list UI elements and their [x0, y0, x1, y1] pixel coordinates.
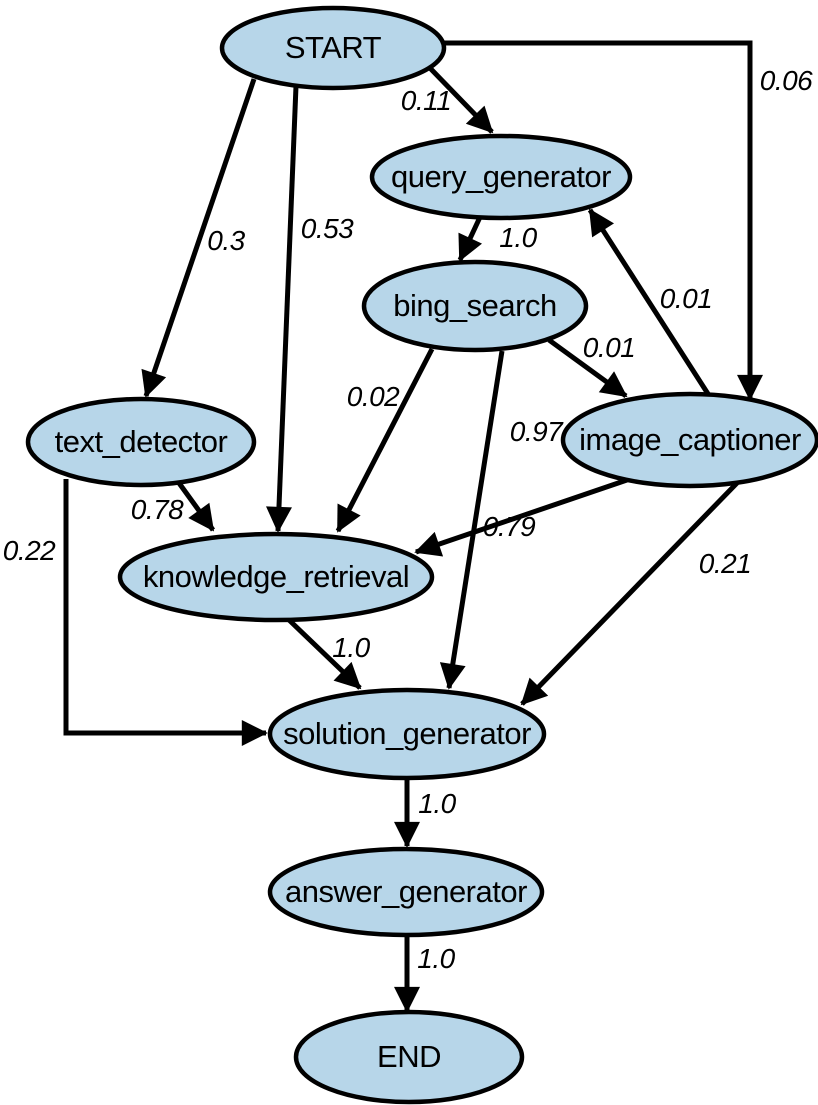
edge-knowledge-retrieval-solution-generator: 1.0: [286, 617, 371, 690]
edge-text-detector-solution-generator-weight: 0.22: [3, 535, 56, 566]
edge-knowledge-retrieval-solution-generator-weight: 1.0: [332, 632, 370, 663]
node-solution-generator-ellipse: [267, 687, 547, 781]
edge-bing-search-image-captioner-weight: 0.01: [583, 332, 636, 363]
edge-answer-generator-end-weight: 1.0: [417, 943, 455, 974]
edge-bing-search-image-captioner-line: [547, 337, 628, 399]
node-query-generator: query_generator: [369, 133, 633, 221]
nodes-layer: START query_generator bing_search text_d…: [25, 5, 818, 1105]
edge-start-image-captioner-weight: 0.06: [760, 65, 813, 96]
node-text-detector-label: text_detector: [55, 424, 228, 459]
edge-query-generator-bing-search-weight: 1.0: [499, 222, 537, 253]
node-text-detector-ellipse: [25, 396, 257, 488]
node-answer-generator-label: answer_generator: [285, 874, 527, 909]
node-answer-generator-ellipse: [267, 846, 545, 938]
edge-start-image-captioner-line: [443, 40, 763, 401]
node-knowledge-retrieval-label: knowledge_retrieval: [143, 559, 409, 594]
node-answer-generator: answer_generator: [267, 846, 545, 938]
edge-bing-search-knowledge-retrieval-line: [335, 347, 435, 533]
edge-bing-search-solution-generator-weight: 0.97: [510, 416, 564, 447]
edge-text-detector-knowledge-retrieval: 0.78: [131, 481, 216, 532]
edge-answer-generator-end: 1.0: [394, 936, 456, 1013]
edge-start-image-captioner: 0.06: [443, 40, 814, 401]
edge-bing-search-knowledge-retrieval: 0.02: [335, 347, 435, 533]
edge-image-captioner-knowledge-retrieval-line: [414, 477, 628, 557]
node-end-ellipse: [293, 1009, 525, 1105]
edge-bing-search-solution-generator: 0.97: [439, 350, 565, 690]
node-bing-search: bing_search: [361, 259, 589, 353]
edge-start-knowledge-retrieval-weight: 0.53: [301, 213, 354, 244]
node-end-label: END: [377, 1039, 441, 1074]
edge-solution-generator-answer-generator: 1.0: [394, 777, 457, 848]
edge-query-generator-bing-search: 1.0: [457, 213, 538, 262]
node-start-label: START: [285, 30, 382, 65]
node-text-detector: text_detector: [25, 396, 257, 488]
edge-image-captioner-solution-generator-weight: 0.21: [699, 548, 752, 579]
edge-start-text-detector: 0.3: [141, 78, 257, 398]
edge-start-knowledge-retrieval: 0.53: [265, 85, 355, 533]
edge-image-captioner-solution-generator: 0.21: [520, 481, 752, 706]
edge-image-captioner-query-generator-weight: 0.01: [660, 283, 713, 314]
node-image-captioner-label: image_captioner: [579, 422, 801, 457]
node-bing-search-label: bing_search: [393, 288, 556, 323]
edge-start-query-generator-line: [426, 64, 494, 134]
edge-start-knowledge-retrieval-line: [265, 85, 299, 533]
node-end: END: [293, 1009, 525, 1105]
node-start-ellipse: [219, 5, 447, 91]
edge-bing-search-knowledge-retrieval-weight: 0.02: [347, 381, 400, 412]
node-query-generator-label: query_generator: [391, 159, 611, 194]
edge-query-generator-bing-search-line: [457, 213, 484, 262]
edge-text-detector-knowledge-retrieval-weight: 0.78: [131, 494, 184, 525]
edge-image-captioner-query-generator: 0.01: [587, 208, 713, 399]
node-bing-search-ellipse: [361, 259, 589, 353]
edge-knowledge-retrieval-solution-generator-line: [286, 617, 362, 690]
node-knowledge-retrieval: knowledge_retrieval: [117, 531, 435, 623]
node-solution-generator-label: solution_generator: [283, 716, 531, 751]
edge-image-captioner-knowledge-retrieval: 0.79: [414, 477, 628, 557]
node-solution-generator: solution_generator: [267, 687, 547, 781]
edge-solution-generator-answer-generator-weight: 1.0: [418, 788, 456, 819]
node-knowledge-retrieval-ellipse: [117, 531, 435, 623]
edge-text-detector-solution-generator: 0.22: [3, 479, 268, 746]
edge-image-captioner-solution-generator-line: [520, 481, 739, 706]
edges-layer: 0.11 0.06 0.3 0.53 1.0 0.01: [3, 40, 814, 1013]
edge-start-text-detector-line: [141, 78, 257, 398]
edge-text-detector-knowledge-retrieval-line: [176, 481, 216, 532]
node-image-captioner-ellipse: [560, 391, 818, 489]
edge-start-query-generator: 0.11: [401, 64, 494, 134]
edge-image-captioner-query-generator-line: [587, 208, 713, 399]
edge-start-text-detector-weight: 0.3: [207, 225, 245, 256]
node-image-captioner: image_captioner: [560, 391, 818, 489]
edge-bing-search-image-captioner: 0.01: [547, 332, 636, 399]
node-query-generator-ellipse: [369, 133, 633, 221]
edge-bing-search-solution-generator-line: [439, 350, 505, 690]
edge-text-detector-solution-generator-line: [63, 479, 268, 746]
node-start: START: [219, 5, 447, 91]
edge-start-query-generator-weight: 0.11: [401, 85, 451, 116]
edge-image-captioner-knowledge-retrieval-weight: 0.79: [483, 511, 536, 542]
